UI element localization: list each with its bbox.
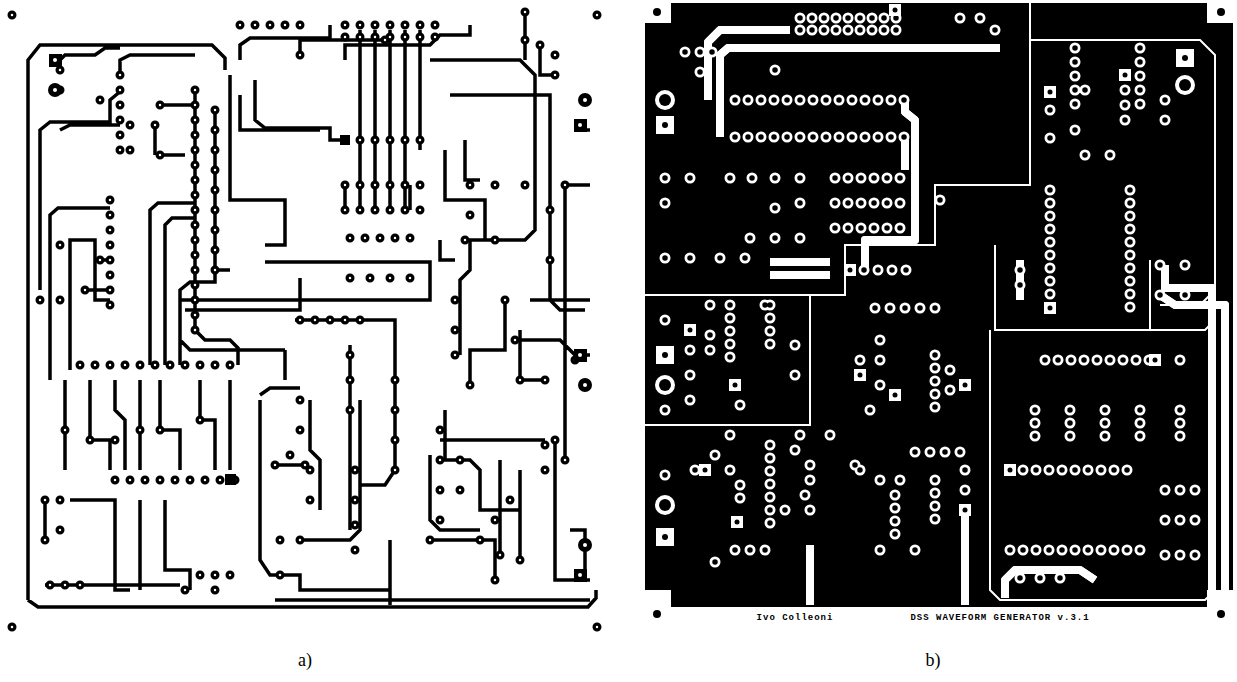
copper-traces — [28, 12, 596, 607]
connector-pad — [48, 54, 592, 582]
silkscreen-text: Ivo Colleoni — [755, 613, 836, 623]
silkscreen-text: DSS WAVEFORM GENERATOR v.3.1 — [908, 613, 1091, 623]
drill-hole — [12, 12, 597, 627]
panel-label: b) — [926, 650, 941, 671]
copper-pour-board — [645, 3, 1233, 618]
square-pad — [656, 4, 1194, 546]
panel-label: a) — [298, 650, 312, 671]
pad-copper — [665, 18, 1195, 578]
solder-pad — [12, 12, 597, 627]
trace-copper — [708, 30, 1225, 605]
isolated-trace — [708, 30, 1225, 605]
isolation-gap — [645, 3, 1215, 600]
pad-ring — [665, 18, 1195, 578]
large-pad — [655, 75, 1195, 515]
